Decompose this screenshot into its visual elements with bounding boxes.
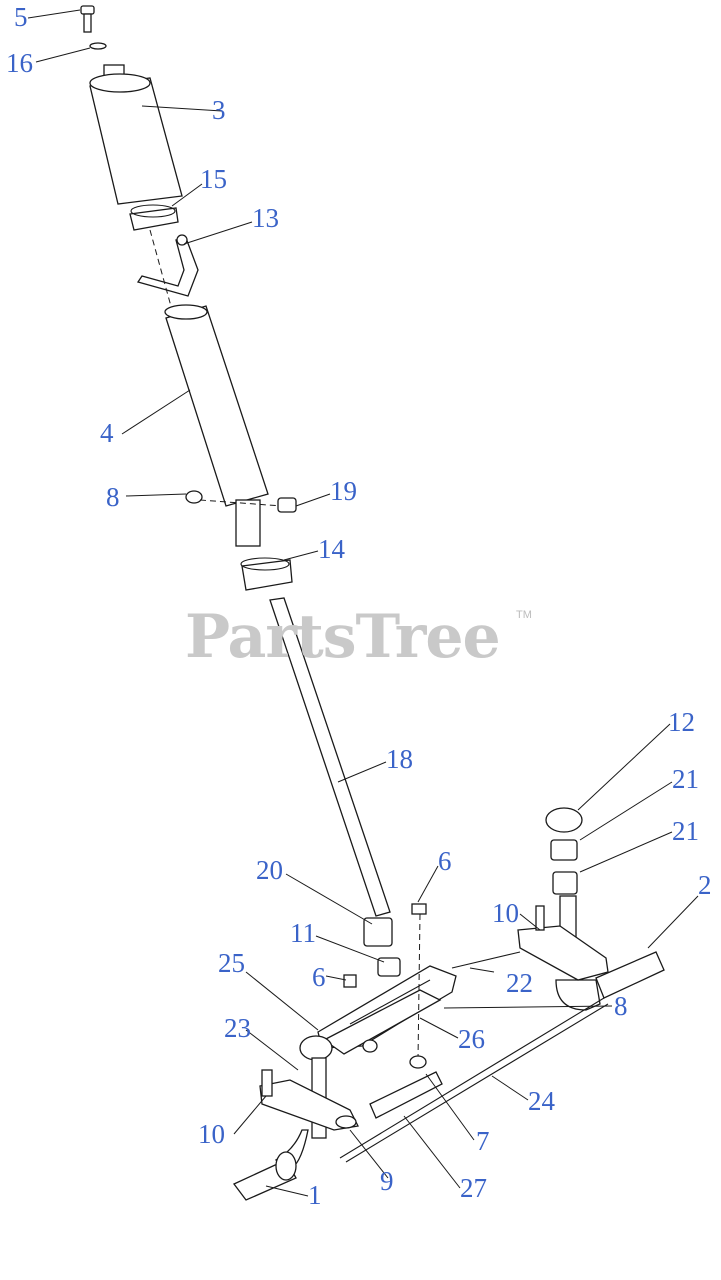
callout-15: 15 [200,164,227,194]
part-24-drag-link[interactable] [339,997,609,1163]
part-10-steering-arm-left[interactable] [259,1069,359,1131]
part-7-nut[interactable] [409,1055,427,1069]
callout-27: 27 [460,1173,487,1203]
part-11-pinion-gear[interactable] [377,957,401,977]
watermark-text: PartsTree [185,602,501,672]
callout-10-left: 10 [198,1119,225,1149]
callout-3: 3 [212,95,226,125]
assembly-axis-upper [149,229,173,311]
part-14-collar[interactable] [240,557,293,591]
callout-4: 4 [100,418,114,448]
callout-2: 2 [698,870,712,900]
callout-14: 14 [318,534,345,564]
part-13-bracket[interactable] [136,234,199,297]
part-18-steering-shaft[interactable] [269,597,391,917]
part-12-cap[interactable] [545,807,583,833]
part-25-sector-gear[interactable] [322,989,442,1055]
part-21-bushing-upper[interactable] [550,839,578,861]
part-20-coupling[interactable] [363,917,393,947]
callout-11: 11 [290,918,316,948]
part-4-steering-column-tube[interactable] [164,304,269,547]
callout-6-upper: 6 [438,846,452,876]
part-nut-center[interactable] [362,1039,378,1053]
assembly-axis-bolt-6 [417,913,421,1061]
part-15-collar[interactable] [129,204,179,231]
callout-12: 12 [668,707,695,737]
callout-10-right: 10 [492,898,519,928]
part-16-washer[interactable] [89,42,107,50]
callout-13: 13 [252,203,279,233]
part-2-axle[interactable] [595,951,665,999]
callout-21-lower: 21 [672,816,699,846]
part-5-bolt[interactable] [80,5,95,33]
part-3-upper-cylinder[interactable] [89,64,183,205]
callout-16: 16 [6,48,33,78]
part-9-bracket[interactable] [335,1115,357,1129]
callout-25: 25 [218,948,245,978]
callout-18: 18 [386,744,413,774]
callout-26: 26 [458,1024,485,1054]
watermark-trademark: TM [516,609,532,621]
part-10-steering-arm-right[interactable] [517,905,609,981]
callout-9: 9 [380,1166,394,1196]
callout-8-upper: 8 [106,482,120,512]
part-6-bolt-right[interactable] [411,903,427,915]
part-22-tie-rod[interactable] [451,951,521,969]
assembly-axis-pin [199,499,283,507]
part-19-bolt[interactable] [277,497,297,513]
callout-19: 19 [330,476,357,506]
part-27-support[interactable] [369,1071,443,1119]
callout-7: 7 [476,1126,490,1156]
callout-24: 24 [528,1086,555,1116]
callout-5: 5 [14,2,28,32]
part-1-axle[interactable] [232,1151,297,1201]
leader-lines [27,9,699,1197]
callout-8-lower: 8 [614,991,628,1021]
callout-6-lower: 6 [312,962,326,992]
part-6-bolt-left[interactable] [343,974,357,988]
part-8-nut-upper[interactable] [185,490,203,504]
callout-20: 20 [256,855,283,885]
part-21-bushing-lower[interactable] [552,871,578,895]
callout-1: 1 [308,1180,322,1210]
callout-23: 23 [224,1013,251,1043]
callout-21-upper: 21 [672,764,699,794]
callout-22: 22 [506,968,533,998]
